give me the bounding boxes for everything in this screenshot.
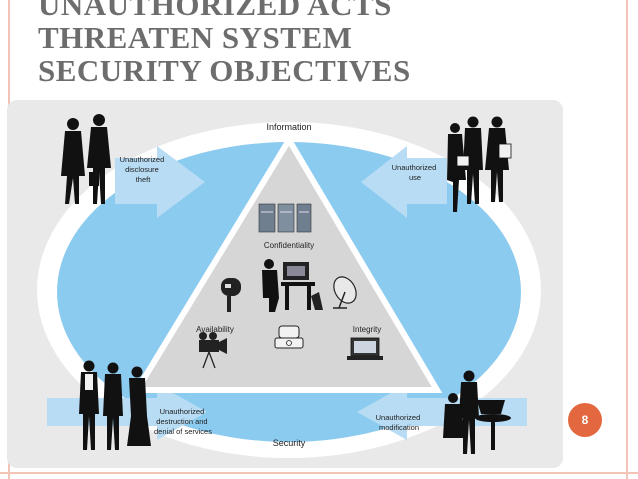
arrow-top-right (361, 146, 447, 218)
title-line-2: THREATEN SYSTEM (38, 20, 353, 55)
threat-top-right-label: Unauthorized use (392, 163, 439, 182)
threat-top-left-label: Unauthorized disclosure theft (120, 155, 167, 184)
security-label: Security (273, 438, 306, 448)
satellite-dish-icon (333, 276, 357, 309)
arrow-bottom-right (357, 384, 527, 440)
page-number-badge: 8 (568, 403, 602, 437)
information-label: Information (266, 122, 311, 132)
confidentiality-label: Confidentiality (264, 241, 314, 250)
threat-bottom-right-label: Unauthorized modification (376, 413, 423, 432)
computer-icon (347, 337, 383, 360)
telephone-icon (274, 325, 304, 349)
security-objectives-diagram: Information Security Confidentiality Ava… (7, 100, 563, 468)
people-bottom-right-icon (443, 370, 511, 454)
frame-right-line (626, 0, 628, 479)
availability-label: Availability (196, 325, 234, 334)
mailbox-icon (221, 278, 241, 312)
threat-bottom-left-label: Unauthorized destruction and denial of s… (154, 407, 212, 436)
people-top-left-icon (61, 114, 111, 204)
title-line-3: SECURITY OBJECTIVES (38, 53, 411, 88)
people-top-right-icon (447, 116, 512, 212)
slide-title: UNAUTHORIZED ACTS THREATEN SYSTEM SECURI… (38, 0, 411, 87)
people-bottom-left-icon (79, 360, 151, 450)
arrow-top-left (115, 146, 205, 218)
video-camera-icon (199, 332, 227, 369)
server-icon (258, 203, 312, 233)
title-line-1: UNAUTHORIZED ACTS (38, 0, 392, 22)
frame-bottom-line (0, 472, 638, 474)
operator-workstation-icon (262, 259, 323, 312)
integrity-label: Integrity (353, 325, 381, 334)
